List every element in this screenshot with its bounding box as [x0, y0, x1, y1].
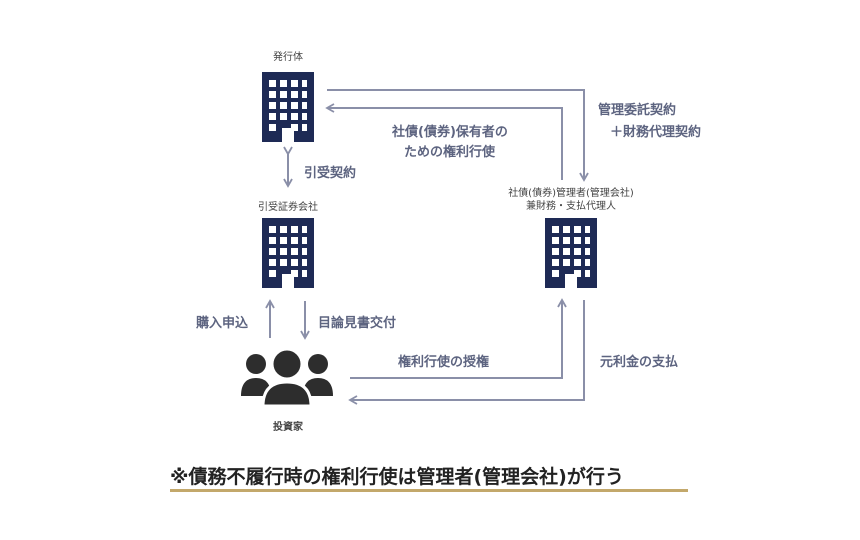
manager-label-line1: 社債(債券)管理者(管理会社)	[508, 188, 634, 199]
rights-exercise-label-line2: ための権利行使	[404, 145, 496, 160]
payment-label: 元利金の支払	[600, 355, 679, 370]
investors-icon	[241, 347, 333, 408]
underwriter-building-icon	[262, 218, 314, 288]
arrow-management-contract	[327, 89, 589, 182]
arrow-authority-grant	[350, 298, 567, 379]
rights-exercise-label-line1: 社債(債券)保有者の	[392, 125, 508, 140]
manager-label-line2: 兼財務・支払代理人	[526, 201, 616, 212]
footnote-caption: ※債務不履行時の権利行使は管理者(管理会社)が行う	[170, 466, 624, 488]
purchase-application-label: 購入申込	[196, 316, 249, 331]
management-contract-label-line1: 管理委託契約	[598, 103, 677, 118]
manager-building-icon	[545, 218, 597, 288]
arrow-rights-exercise	[325, 103, 563, 180]
authority-grant-label: 権利行使の授権	[398, 355, 490, 370]
prospectus-delivery-label: 目論見書交付	[318, 316, 397, 331]
investor-label: 投資家	[273, 422, 303, 433]
arrow-payment	[348, 300, 585, 405]
issuer-label: 発行体	[273, 52, 303, 63]
caption-underline	[170, 489, 688, 492]
management-contract-label-line2: ＋財務代理契約	[610, 125, 702, 140]
underwriter-label: 引受証券会社	[258, 202, 318, 213]
underwriting-contract-label: 引受契約	[304, 166, 357, 181]
issuer-building-icon	[262, 72, 314, 142]
